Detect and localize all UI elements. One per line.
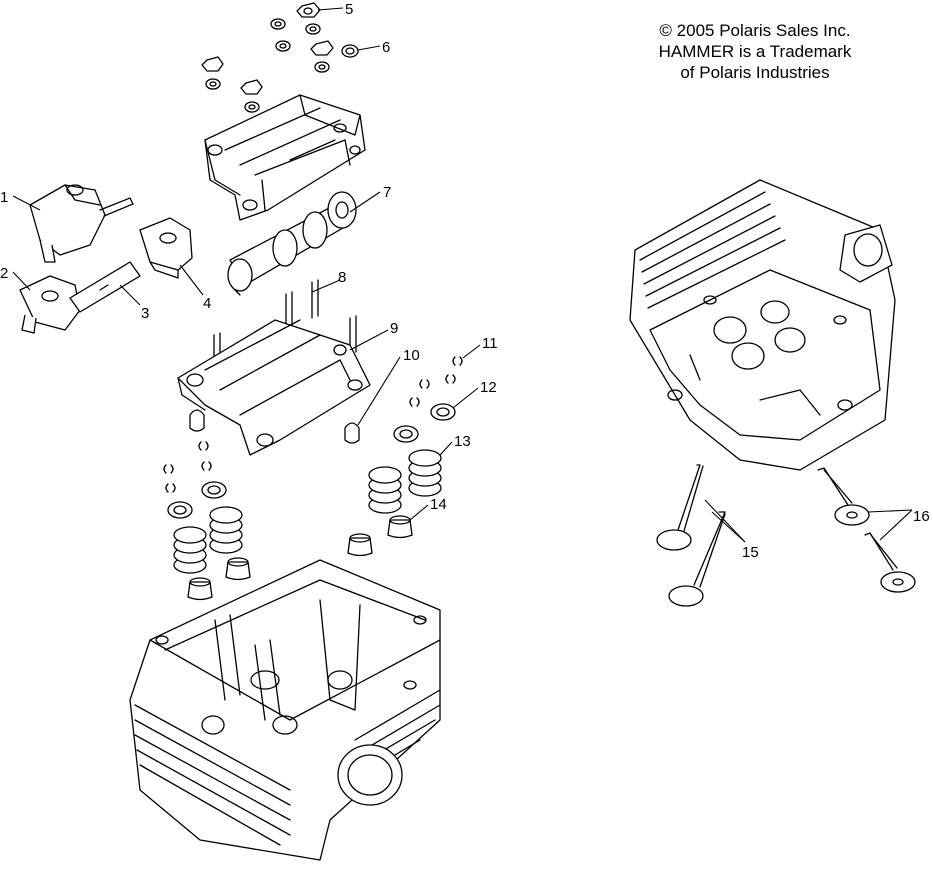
- camshaft: [227, 191, 357, 296]
- nut-washer-set: [201, 2, 359, 113]
- callout-6: 6: [382, 39, 390, 56]
- spring-retainers: [167, 403, 456, 519]
- copyright-line-3: of Polaris Industries: [680, 63, 830, 82]
- copyright-line-2: HAMMER is a Trademark: [658, 42, 852, 61]
- copyright-line-1: © 2005 Polaris Sales Inc.: [659, 21, 851, 40]
- copyright-notice: © 2005 Polaris Sales Inc. HAMMER is a Tr…: [610, 20, 900, 83]
- callout-4: 4: [203, 295, 211, 312]
- callout-8: 8: [338, 269, 346, 286]
- callout-5: 5: [345, 1, 353, 18]
- cylinder-head-right: [629, 179, 896, 471]
- callout-7: 7: [383, 184, 391, 201]
- dowel-pins: [189, 409, 360, 444]
- callout-3: 3: [141, 305, 149, 322]
- rocker-arm-assembly: [19, 184, 193, 334]
- camshaft-holder-cap: [204, 94, 366, 221]
- callout-9: 9: [390, 320, 398, 337]
- valve-keepers: [163, 356, 463, 493]
- valve-springs: [173, 449, 442, 574]
- callout-1: 1: [0, 189, 8, 206]
- valves: [656, 464, 916, 607]
- cylinder-head-bottom: [129, 559, 441, 861]
- callout-11: 11: [482, 335, 498, 352]
- callout-12: 12: [480, 379, 497, 396]
- callout-labels: 1 2 3 4 5 6 7 8 9 10 11 12 13 14 15 16: [0, 1, 930, 561]
- leader-lines: [12, 7, 913, 543]
- camshaft-holder-lower: [177, 279, 371, 456]
- valve-seals: [187, 515, 413, 601]
- callout-2: 2: [0, 265, 8, 282]
- callout-16: 16: [913, 508, 930, 525]
- callout-14: 14: [430, 496, 447, 513]
- callout-10: 10: [403, 347, 420, 364]
- callout-13: 13: [454, 433, 471, 450]
- callout-15: 15: [742, 544, 759, 561]
